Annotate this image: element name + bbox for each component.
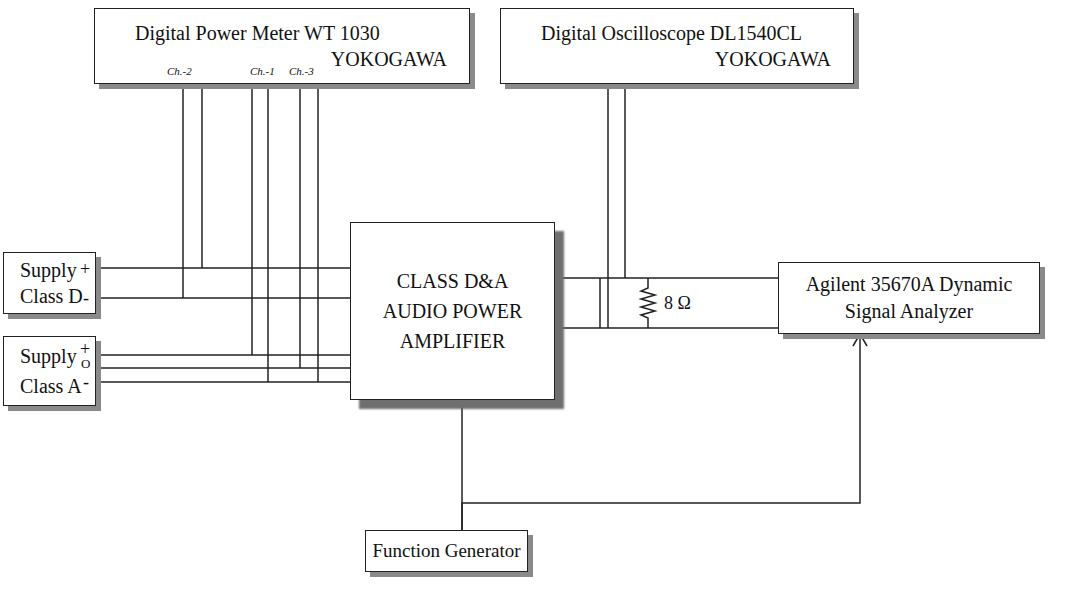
- wire: [299, 84, 301, 368]
- wire: [317, 84, 319, 382]
- wire: [853, 334, 867, 346]
- node-text: Digital Oscilloscope DL1540CL: [541, 21, 831, 45]
- wire: [607, 84, 609, 328]
- terminal-label: -: [83, 289, 89, 307]
- wire: [555, 277, 778, 279]
- terminal-label: -: [83, 373, 89, 391]
- terminal-label: +: [80, 340, 90, 358]
- node-text: Supply: [20, 344, 81, 368]
- wire: [555, 327, 778, 329]
- wire: [267, 84, 269, 382]
- channel-label: Ch.-3: [289, 66, 314, 77]
- wire: [96, 381, 350, 383]
- instrument-box: Digital Oscilloscope DL1540CLYOKOGAWA: [500, 8, 854, 84]
- wire: [96, 354, 350, 356]
- resistor-symbol: [641, 278, 655, 328]
- generator-box: Function Generator: [365, 530, 528, 572]
- wire: [182, 84, 184, 298]
- connector: [96, 268, 350, 298]
- connector: [252, 84, 318, 382]
- connector: [183, 84, 202, 298]
- channel-label: Ch.-1: [250, 66, 275, 77]
- channel-label: Ch.-2: [167, 66, 192, 77]
- terminal-label: +: [80, 260, 90, 278]
- node-text: Class D: [20, 284, 81, 308]
- wire: [96, 297, 350, 299]
- node-text: Agilent 35670A Dynamic Signal Analyzer: [794, 271, 1024, 325]
- wire: [624, 84, 626, 278]
- connector: [608, 84, 625, 328]
- amplifier-box: CLASS D&A AUDIO POWER AMPLIFIER: [350, 222, 555, 400]
- instrument-box: Digital Power Meter WT 1030YOKOGAWA: [94, 8, 470, 84]
- output-wire: [599, 278, 601, 328]
- analyzer-box: Agilent 35670A Dynamic Signal Analyzer: [778, 262, 1040, 334]
- wire: [96, 367, 350, 369]
- connector: [96, 355, 350, 382]
- node-text: YOKOGAWA: [541, 47, 831, 71]
- wire: [251, 84, 253, 355]
- node-text: Function Generator: [372, 540, 520, 563]
- wire: [201, 84, 203, 268]
- resistor-value: 8 Ω: [664, 294, 691, 312]
- node-text: Supply: [20, 258, 81, 282]
- connector: [555, 278, 778, 328]
- terminal-label: O: [81, 357, 90, 370]
- node-text: Digital Power Meter WT 1030: [135, 21, 447, 45]
- node-text: Class A: [20, 374, 81, 398]
- node-text: CLASS D&A AUDIO POWER AMPLIFIER: [378, 266, 528, 356]
- wire: [96, 267, 350, 269]
